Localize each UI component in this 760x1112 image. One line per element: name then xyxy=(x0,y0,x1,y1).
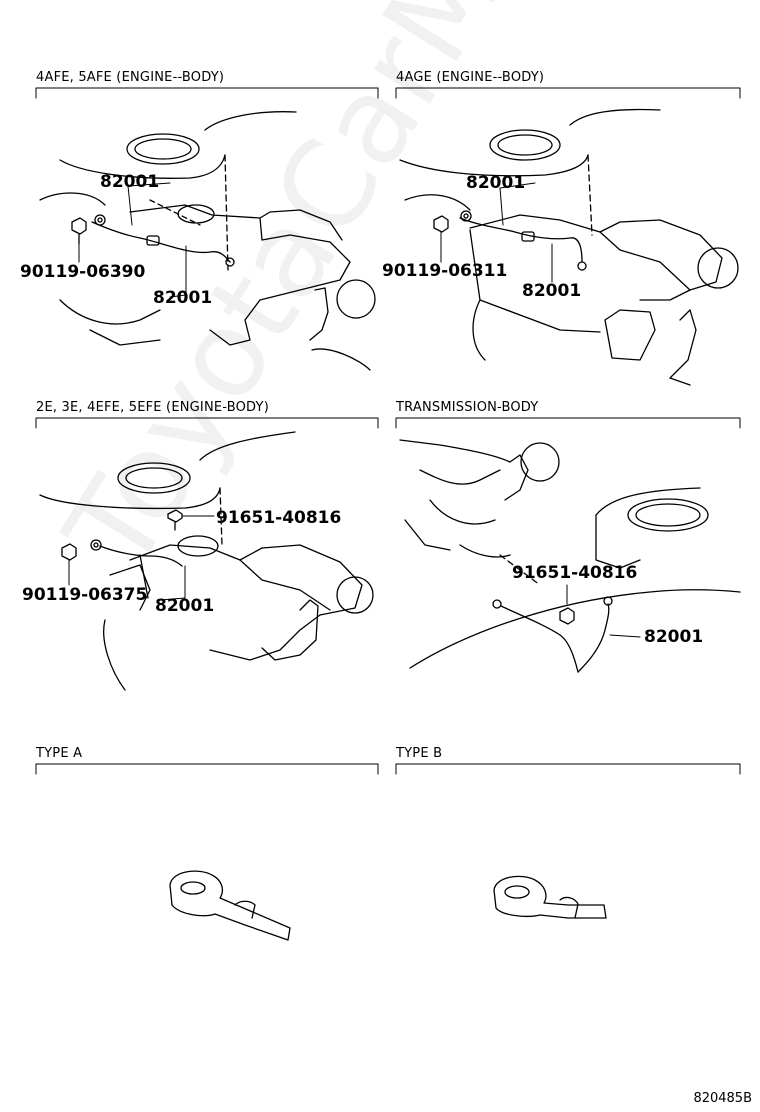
engine-2-drawing xyxy=(399,108,739,386)
panel-brackets xyxy=(35,87,741,775)
panel-title-type-b: TYPE B xyxy=(396,746,443,761)
part-label-91651-40816: 91651-40816 xyxy=(512,563,638,583)
part-label-90119-06311: 90119-06311 xyxy=(382,261,508,281)
transmission-drawing xyxy=(399,439,741,673)
panel-title-4afe-5afe: 4AFE, 5AFE (ENGINE--BODY) xyxy=(36,70,225,85)
part-label-82001-bottom: 82001 xyxy=(522,281,582,301)
type-a-terminal xyxy=(169,870,291,941)
part-label-82001-bottom: 82001 xyxy=(153,288,213,308)
part-label-90119-06390: 90119-06390 xyxy=(20,262,146,282)
engine-3-drawing xyxy=(39,431,374,691)
engine-1-drawing xyxy=(39,111,376,371)
diagram-reference-number: 820485B xyxy=(693,1091,752,1106)
part-label-82001: 82001 xyxy=(155,596,215,616)
type-b-terminal xyxy=(493,875,607,919)
panel-title-2e-3e: 2E, 3E, 4EFE, 5EFE (ENGINE-BODY) xyxy=(36,400,269,415)
panel-title-4age: 4AGE (ENGINE--BODY) xyxy=(396,70,545,85)
part-label-90119-06375: 90119-06375 xyxy=(22,585,148,605)
part-label-82001-top: 82001 xyxy=(100,172,160,192)
part-label-82001: 82001 xyxy=(644,627,704,647)
part-label-82001-top: 82001 xyxy=(466,173,526,193)
panel-title-transmission-body: TRANSMISSION-BODY xyxy=(396,400,539,415)
panel-title-type-a: TYPE A xyxy=(36,746,83,761)
part-label-91651-40816: 91651-40816 xyxy=(216,508,342,528)
